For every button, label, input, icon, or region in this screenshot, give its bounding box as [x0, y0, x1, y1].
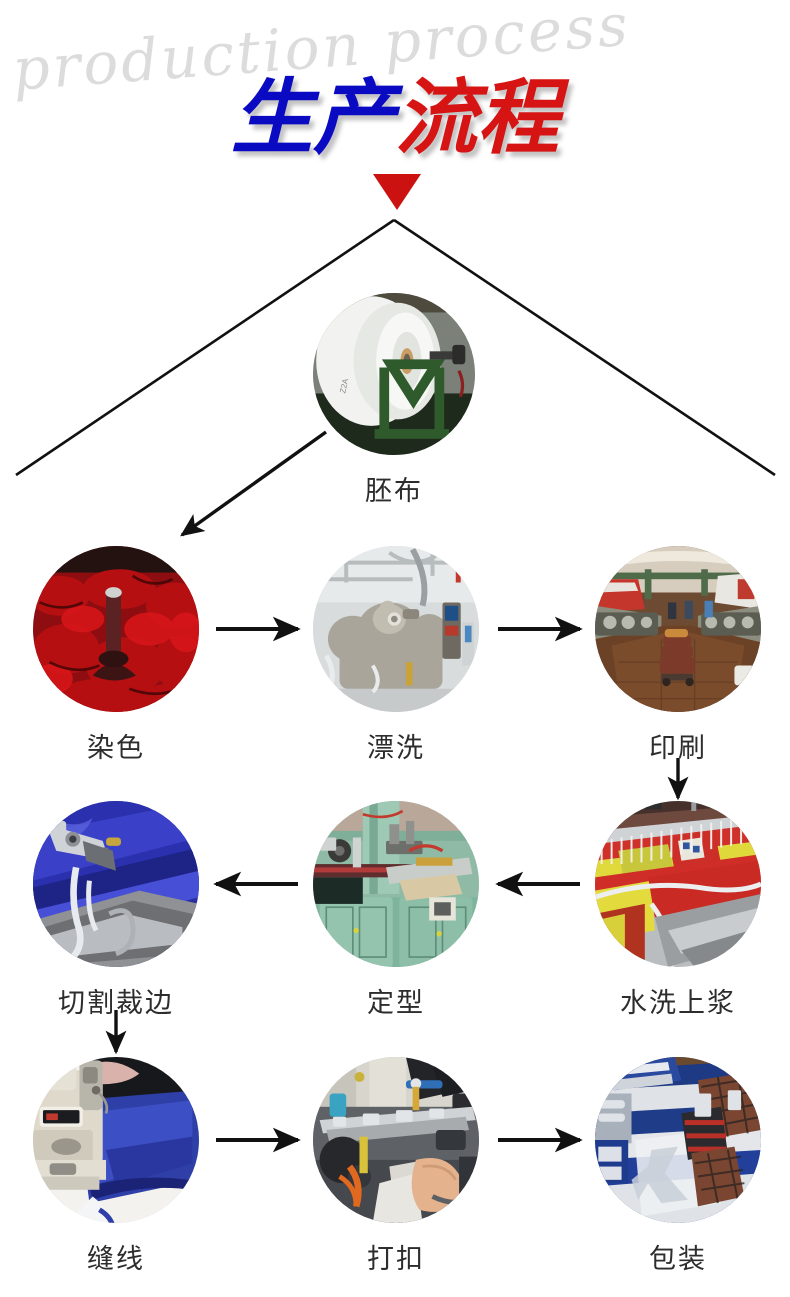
step-label-packing: 包装 [649, 1244, 707, 1275]
step-image-sewing [33, 1057, 199, 1223]
step-label-greige: 胚布 [365, 476, 423, 507]
page-title-red: 流程 [393, 71, 561, 166]
step-image-washing [595, 801, 761, 967]
cutting-trimming-image [33, 801, 199, 967]
heat-setting-machine-image [313, 801, 479, 967]
step-node-greige[interactable]: Z2A 胚布 [313, 293, 475, 508]
down-triangle-icon [373, 174, 421, 210]
step-label-printing: 印刷 [649, 733, 707, 764]
step-node-sewing[interactable]: 缝线 [33, 1057, 199, 1276]
step-node-cutting[interactable]: 切割裁边 [33, 801, 199, 1020]
step-image-packing [595, 1057, 761, 1223]
step-node-dyeing[interactable]: 染色 [33, 546, 199, 765]
printing-workshop-image [595, 546, 761, 712]
step-node-packing[interactable]: 包装 [595, 1057, 761, 1276]
step-image-rinsing [313, 546, 479, 712]
rinsing-machine-image [313, 546, 479, 712]
step-image-greige: Z2A [313, 293, 475, 455]
svg-text:Z2A: Z2A [338, 377, 350, 394]
step-image-dyeing [33, 546, 199, 712]
step-node-printing[interactable]: 印刷 [595, 546, 761, 765]
step-image-buttoning [313, 1057, 479, 1223]
step-image-setting [313, 801, 479, 967]
step-image-cutting [33, 801, 199, 967]
step-label-dyeing: 染色 [87, 733, 145, 764]
sewing-machine-image [33, 1057, 199, 1223]
button-punching-machine-image [313, 1057, 479, 1223]
step-label-cutting: 切割裁边 [58, 988, 174, 1019]
step-node-rinsing[interactable]: 漂洗 [313, 546, 479, 765]
step-label-washing: 水洗上浆 [620, 988, 736, 1019]
washing-sizing-image [595, 801, 761, 967]
step-label-sewing: 缝线 [87, 1244, 145, 1275]
dyeing-vat-image [33, 546, 199, 712]
packaging-image [595, 1057, 761, 1223]
step-image-printing [595, 546, 761, 712]
step-node-setting[interactable]: 定型 [313, 801, 479, 1020]
greige-fabric-roll-image: Z2A [313, 293, 475, 455]
step-label-buttoning: 打扣 [367, 1244, 425, 1275]
step-node-buttoning[interactable]: 打扣 [313, 1057, 479, 1276]
arrow-diagonal-to-dyeing [180, 430, 327, 537]
page-title-blue: 生产 [229, 71, 397, 166]
step-label-rinsing: 漂洗 [367, 733, 425, 764]
page-title: 生产流程 [0, 71, 790, 166]
step-label-setting: 定型 [367, 988, 425, 1019]
step-node-washing[interactable]: 水洗上浆 [595, 801, 761, 1020]
